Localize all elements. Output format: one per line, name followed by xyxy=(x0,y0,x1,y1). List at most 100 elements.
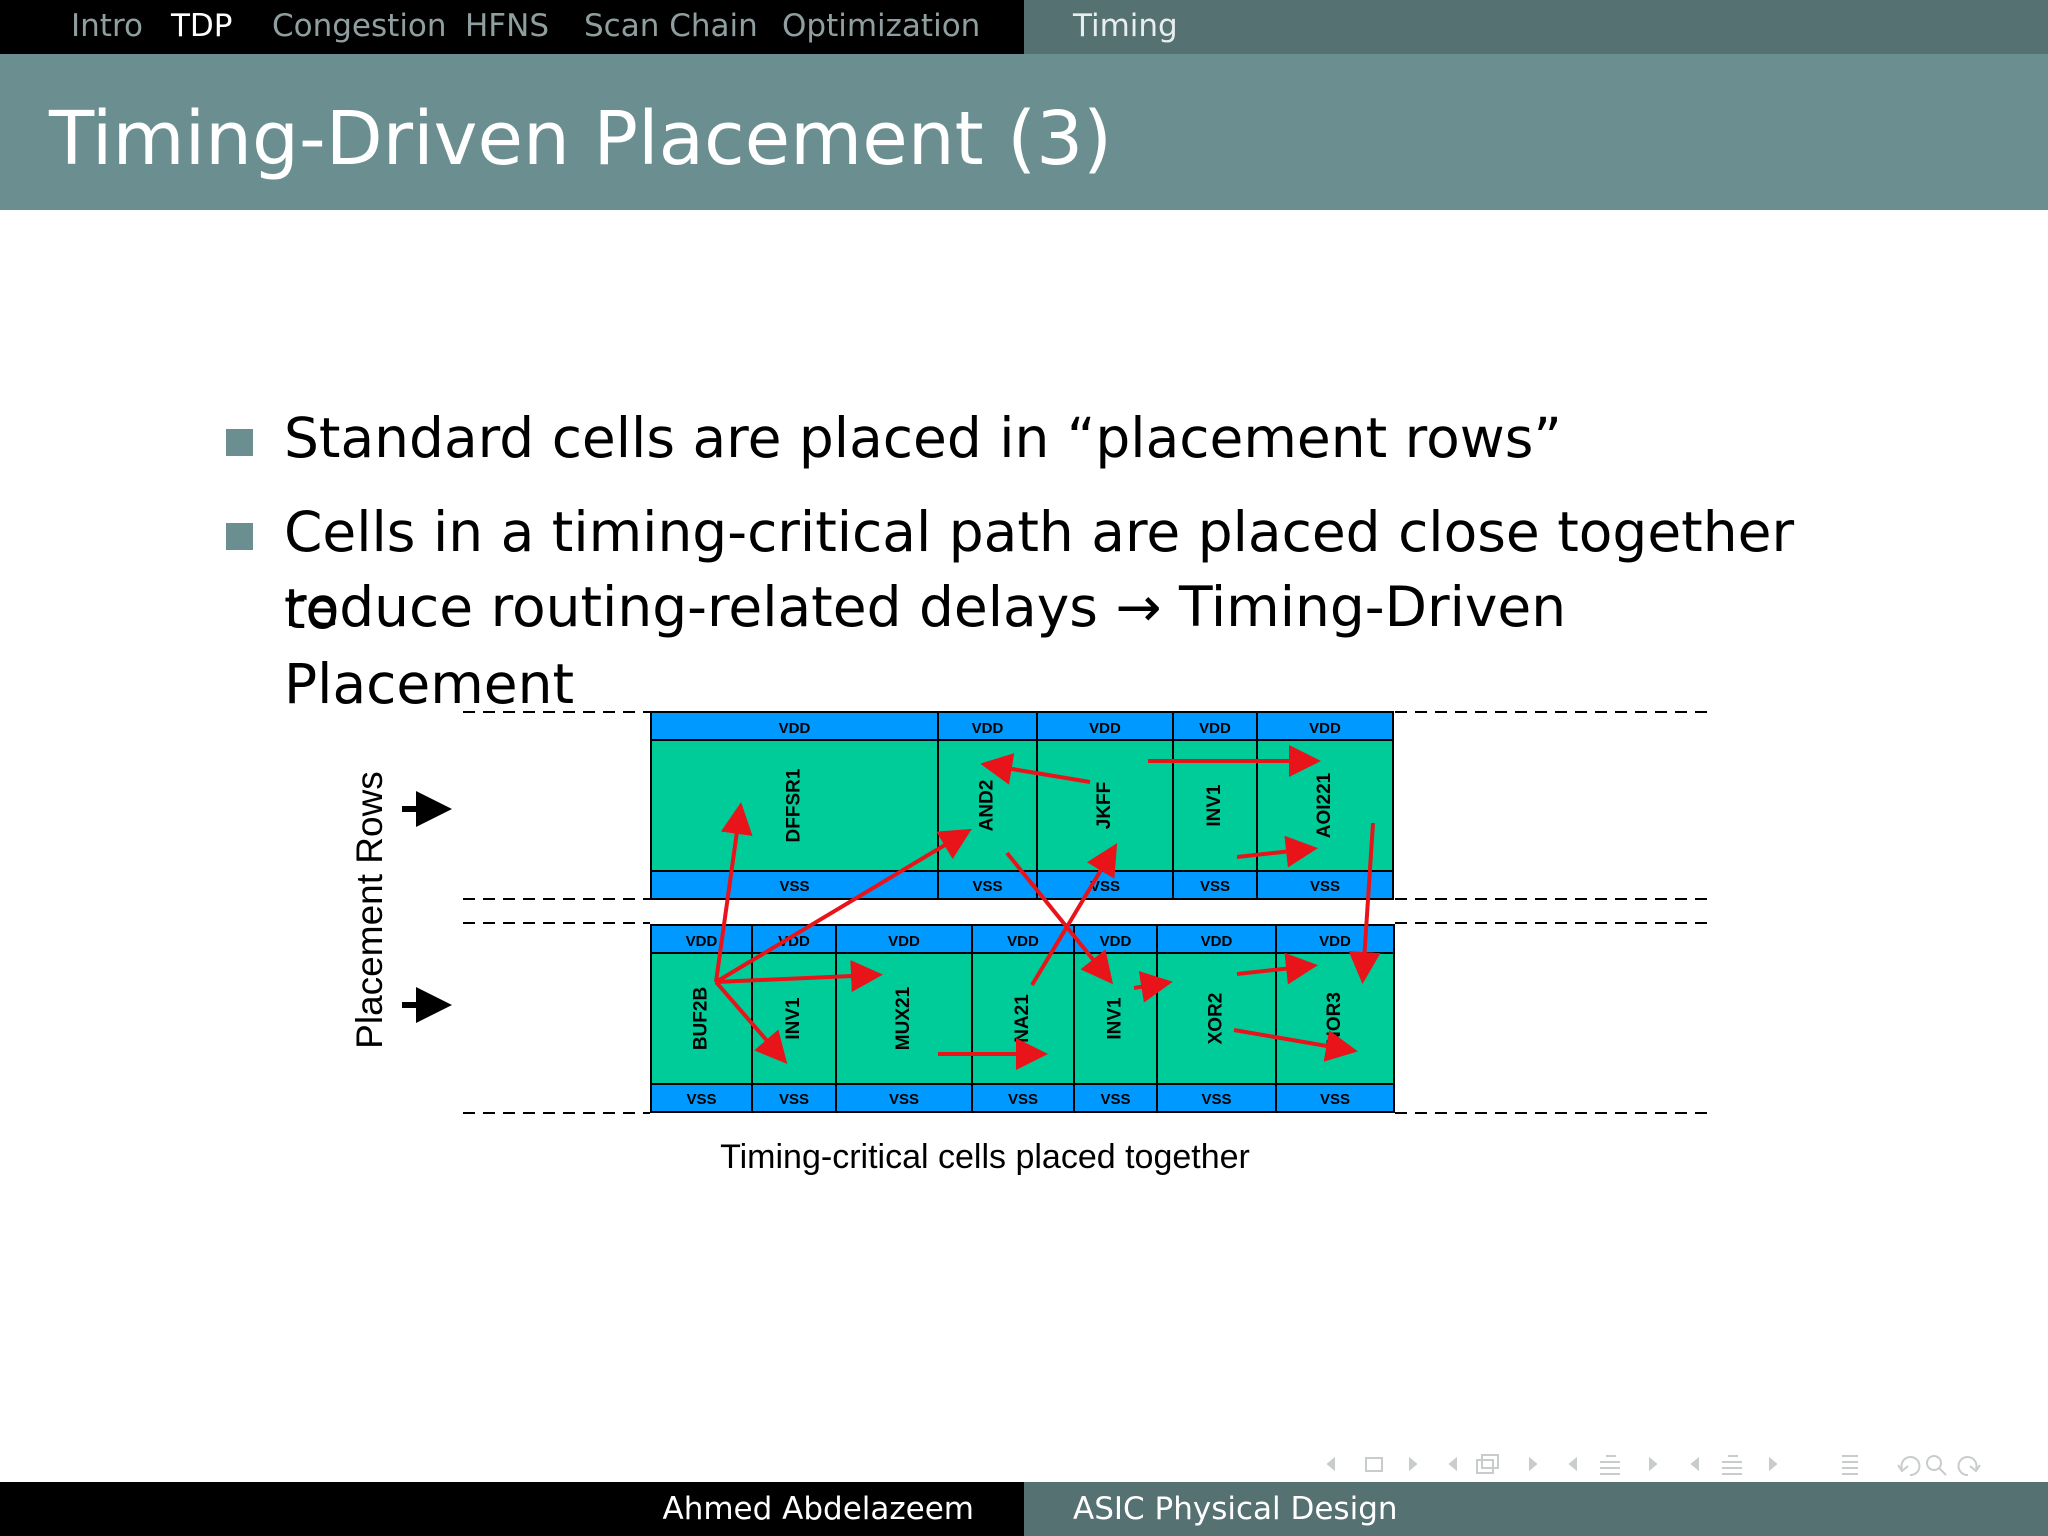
bullet-text: Standard cells are placed in “placement … xyxy=(284,406,1562,470)
cell-name-label: NA21 xyxy=(1012,994,1033,1043)
vdd-rail xyxy=(971,924,1075,954)
beamer-navigation-controls xyxy=(1326,1454,1981,1477)
bullet-square-icon xyxy=(226,523,253,550)
diagram-caption: Timing-critical cells placed together xyxy=(720,1138,1250,1176)
presentation-next-icon[interactable] xyxy=(1769,1456,1778,1472)
vss-label: VSS xyxy=(1100,1091,1130,1108)
vss-label: VSS xyxy=(779,878,809,895)
bullet-item: Cells in a timing-critical path are plac… xyxy=(226,494,1826,716)
frame-icon[interactable] xyxy=(1365,1457,1383,1472)
vss-rail xyxy=(650,1083,753,1113)
section-next-icon[interactable] xyxy=(1649,1456,1658,1472)
cell-body xyxy=(650,924,753,1113)
cell-name-label: MUX21 xyxy=(893,986,914,1050)
toc-icon[interactable] xyxy=(1842,1455,1858,1475)
row-boundary-lines xyxy=(463,711,1715,1114)
vdd-label: VDD xyxy=(1089,720,1121,737)
cell-name-label: AND2 xyxy=(977,780,998,832)
nav-item-intro[interactable]: Intro xyxy=(71,8,143,44)
timing-path-arrows xyxy=(714,745,1381,1070)
search-icon[interactable] xyxy=(1926,1455,1947,1476)
timing-arrow xyxy=(714,828,972,984)
row-pointers xyxy=(402,791,452,1023)
vdd-rail xyxy=(1172,711,1258,741)
cell-body xyxy=(971,924,1075,1113)
section-prev-icon[interactable] xyxy=(1568,1456,1577,1472)
cell-body xyxy=(650,711,939,900)
timing-arrow xyxy=(714,802,753,983)
vdd-rail xyxy=(1036,711,1174,741)
vdd-label: VDD xyxy=(779,720,811,737)
presentation-prev-icon[interactable] xyxy=(1690,1456,1699,1472)
vss-rail xyxy=(835,1083,973,1113)
standard-cell: VDD VSS JKFF xyxy=(1036,711,1174,900)
vdd-label: VDD xyxy=(1319,933,1351,950)
timing-arrow xyxy=(980,753,1091,785)
timing-arrow xyxy=(1133,971,1173,1003)
nav-item-scan-chain[interactable]: Scan Chain xyxy=(584,8,758,44)
vss-rail xyxy=(751,1083,837,1113)
footer-author: Ahmed Abdelazeem xyxy=(662,1491,974,1527)
cell-name-label: INV1 xyxy=(1105,997,1126,1040)
cell-name-label: NOR3 xyxy=(1324,992,1345,1045)
vss-label: VSS xyxy=(1090,878,1120,895)
vdd-label: VDD xyxy=(778,933,810,950)
vss-label: VSS xyxy=(1320,1091,1350,1108)
vdd-rail xyxy=(937,711,1038,741)
frame-prev-icon[interactable] xyxy=(1326,1456,1335,1472)
vdd-rail xyxy=(835,924,973,954)
subsection-next-icon[interactable] xyxy=(1529,1456,1538,1472)
undo-icon[interactable] xyxy=(1897,1456,1921,1477)
presentation-icon[interactable] xyxy=(1722,1455,1742,1475)
timing-arrow xyxy=(715,960,883,993)
vdd-label: VDD xyxy=(1100,933,1132,950)
timing-arrow xyxy=(1233,1028,1358,1062)
cell-name-label: JKFF xyxy=(1094,782,1115,830)
vdd-label: VDD xyxy=(1309,720,1341,737)
timing-arrow xyxy=(1005,851,1114,985)
vss-label: VSS xyxy=(1201,1091,1231,1108)
vss-label: VSS xyxy=(686,1091,716,1108)
redo-icon[interactable] xyxy=(1957,1456,1981,1477)
nav-item-hfns[interactable]: HFNS xyxy=(465,8,550,44)
nav-item-tdp[interactable]: TDP xyxy=(171,8,233,44)
standard-cell: VDD VSS INV1 xyxy=(1073,924,1158,1113)
bullet-text: Cells in a timing-critical path are plac… xyxy=(284,500,1795,641)
timing-arrow xyxy=(1236,952,1318,985)
placement-rows-label: Placement Rows xyxy=(349,771,390,1049)
standard-cell: VDD VSS DFFSR1 xyxy=(650,711,939,900)
section-icon[interactable] xyxy=(1600,1455,1620,1475)
vdd-label: VDD xyxy=(1007,933,1039,950)
cell-body xyxy=(1172,711,1258,900)
nav-section-timing[interactable]: Timing xyxy=(1073,8,1178,44)
title-bar: Timing-Driven Placement (3) xyxy=(0,54,2048,210)
bullet-text-continuation: reduce routing-related delays → Timing-D… xyxy=(284,575,1567,716)
bullet-item: Standard cells are placed in “placement … xyxy=(226,400,1826,480)
subsection-prev-icon[interactable] xyxy=(1448,1456,1457,1472)
vdd-label: VDD xyxy=(686,933,718,950)
cell-name-label: DFFSR1 xyxy=(784,768,805,842)
vdd-label: VDD xyxy=(1199,720,1231,737)
cell-name-label: XOR2 xyxy=(1206,993,1227,1045)
vss-label: VSS xyxy=(1008,1091,1038,1108)
vss-rail xyxy=(1172,870,1258,900)
vdd-label: VDD xyxy=(972,720,1004,737)
nav-item-optimization[interactable]: Optimization xyxy=(782,8,981,44)
vss-rail xyxy=(1275,1083,1395,1113)
vdd-label: VDD xyxy=(1201,933,1233,950)
vss-rail xyxy=(1073,1083,1158,1113)
timing-arrow xyxy=(714,980,788,1065)
frame-next-icon[interactable] xyxy=(1409,1456,1418,1472)
vss-label: VSS xyxy=(889,1091,919,1108)
subsection-icon[interactable] xyxy=(1476,1454,1499,1474)
slide-title: Timing-Driven Placement (3) xyxy=(49,96,1113,182)
standard-cell: VDD VSS NA21 xyxy=(971,924,1075,1113)
vss-label: VSS xyxy=(1200,878,1230,895)
footer-course-title: ASIC Physical Design xyxy=(1073,1491,1398,1527)
nav-item-congestion[interactable]: Congestion xyxy=(272,8,447,44)
